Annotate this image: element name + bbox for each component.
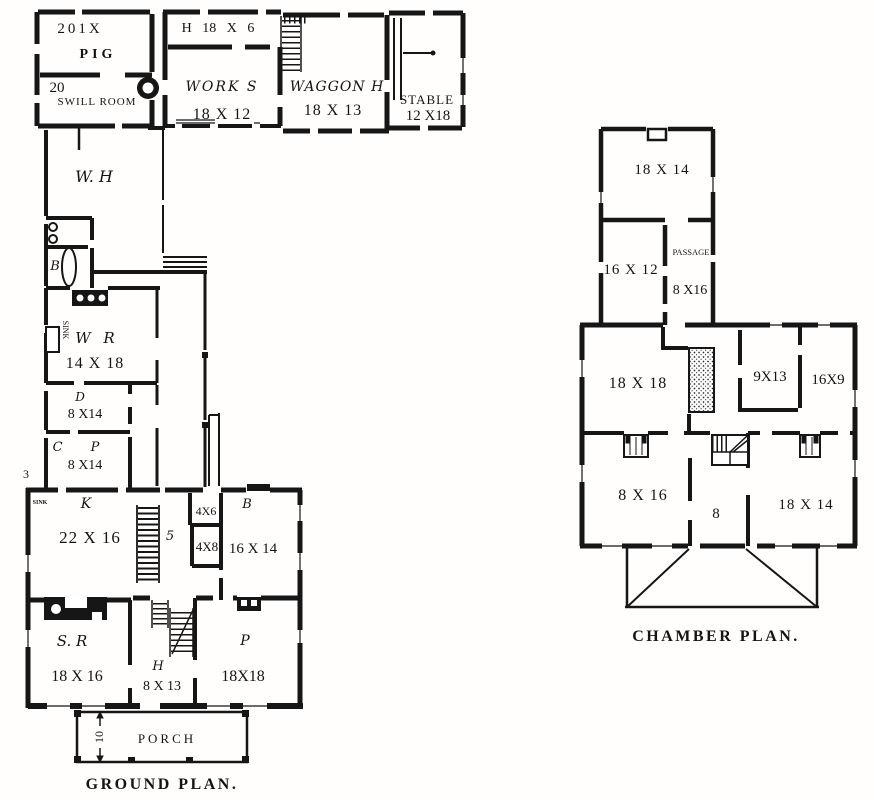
chamber-wing-walls: [598, 126, 716, 327]
porch-label: PORCH: [138, 731, 196, 746]
chamber-left-dim: 16 X 12: [603, 262, 658, 278]
swill-room-dim: 20: [50, 80, 65, 96]
passage-label: PASSAGE: [672, 247, 709, 257]
sitting-room-dim: 18 X 16: [51, 668, 103, 685]
sitting-room-label: S. R: [57, 632, 88, 650]
workshop-label: WORK S: [186, 79, 259, 95]
porch-outline: [75, 710, 249, 764]
wash-house-label: W. H: [75, 167, 114, 186]
margin-number: 3: [23, 467, 29, 481]
ground-plan-title: GROUND PLAN.: [86, 776, 239, 793]
cp-label: C P: [53, 440, 112, 455]
porch-dim: 10: [92, 731, 106, 743]
hall-stair-icon: [151, 600, 194, 657]
wing-walls: [44, 126, 220, 488]
sink-fixture-icon: [72, 290, 108, 306]
bedroom-dim: 16 X 14: [229, 541, 278, 557]
chamber-stair-center-icon: [711, 434, 749, 466]
bath-label: B: [49, 259, 60, 274]
d-dim: 8 X14: [68, 407, 103, 422]
kitchen-label: K: [80, 496, 93, 512]
porch-dimension-arrows: [96, 710, 104, 764]
chamber-9x13-dim: 9X13: [753, 369, 786, 385]
wall-recess: [45, 326, 60, 353]
hall-label: H: [151, 659, 164, 674]
closet1-dim: 4X6: [196, 504, 217, 518]
outbuildings-walls: [34, 9, 466, 150]
workshop-stair-icon: [280, 14, 309, 72]
chamber-top-dim: 18 X 14: [634, 162, 689, 178]
kitchen-dim: 22 X 16: [59, 528, 121, 547]
chamber-18x14-dim: 18 X 14: [778, 497, 833, 513]
passage-dim: 8 X16: [673, 283, 708, 298]
chamber-hall-dim: 8: [712, 506, 720, 522]
waggon-house-label: WAGGON H: [290, 79, 385, 95]
d-label: D: [74, 390, 85, 404]
bedroom-label: B: [241, 497, 252, 512]
chamber-closet-right: [799, 434, 821, 458]
kitchen-fireplace-icon: [44, 597, 107, 620]
chimney-bump: [247, 484, 270, 491]
chamber-main-walls: [579, 322, 858, 549]
kitchen-sink-label: SINK: [33, 500, 48, 506]
stair-number: 5: [166, 529, 174, 544]
waggon-house-dim: 18 X 13: [304, 102, 363, 119]
wr-dim: 14 X 18: [66, 355, 125, 372]
chamber-closet-left: [623, 434, 649, 458]
kitchen-stair-icon: [136, 505, 160, 583]
chamber-16x9-dim: 16X9: [811, 372, 844, 388]
stable-label: STABLE: [400, 92, 454, 107]
closet2-dim: 4X8: [196, 539, 218, 554]
stable-dim: 12 X18: [406, 108, 451, 124]
wr-label: W R: [75, 329, 118, 347]
hay-rack-dot: [430, 50, 436, 56]
cp-dim: 8 X14: [68, 458, 103, 473]
well-icon: [137, 77, 159, 99]
loft-label: H 18 X 6: [182, 21, 255, 36]
hall-dim: 8 X 13: [143, 679, 181, 694]
swill-room-label: SWILL ROOM: [58, 96, 137, 108]
wh-stair-icon: [163, 256, 207, 268]
parlor-dim: 18X18: [221, 668, 265, 685]
bathtub-icon: [61, 247, 77, 287]
chamber-porch-roof: [625, 548, 819, 609]
pig-pen-label: PIG: [80, 47, 117, 62]
pig-pen-dim: 201X: [57, 21, 102, 37]
house-walls: [25, 487, 303, 709]
chamber-plan-title: CHAMBER PLAN.: [632, 628, 800, 645]
sink-label: SINK: [61, 321, 70, 340]
water-closet-icons: [48, 222, 58, 244]
parlor-label: P: [239, 633, 250, 649]
chamber-18x18-dim: 18 X 18: [609, 375, 668, 392]
door-mark: [202, 352, 208, 358]
chamber-stair-upper-icon: [688, 347, 715, 413]
workshop-dim: 18 X 12: [193, 106, 252, 123]
porch-posts: [74, 710, 249, 763]
parlor-fireplace-icon: [237, 597, 261, 611]
door-mark: [202, 422, 208, 428]
chamber-8x16-dim: 8 X 16: [618, 487, 668, 504]
